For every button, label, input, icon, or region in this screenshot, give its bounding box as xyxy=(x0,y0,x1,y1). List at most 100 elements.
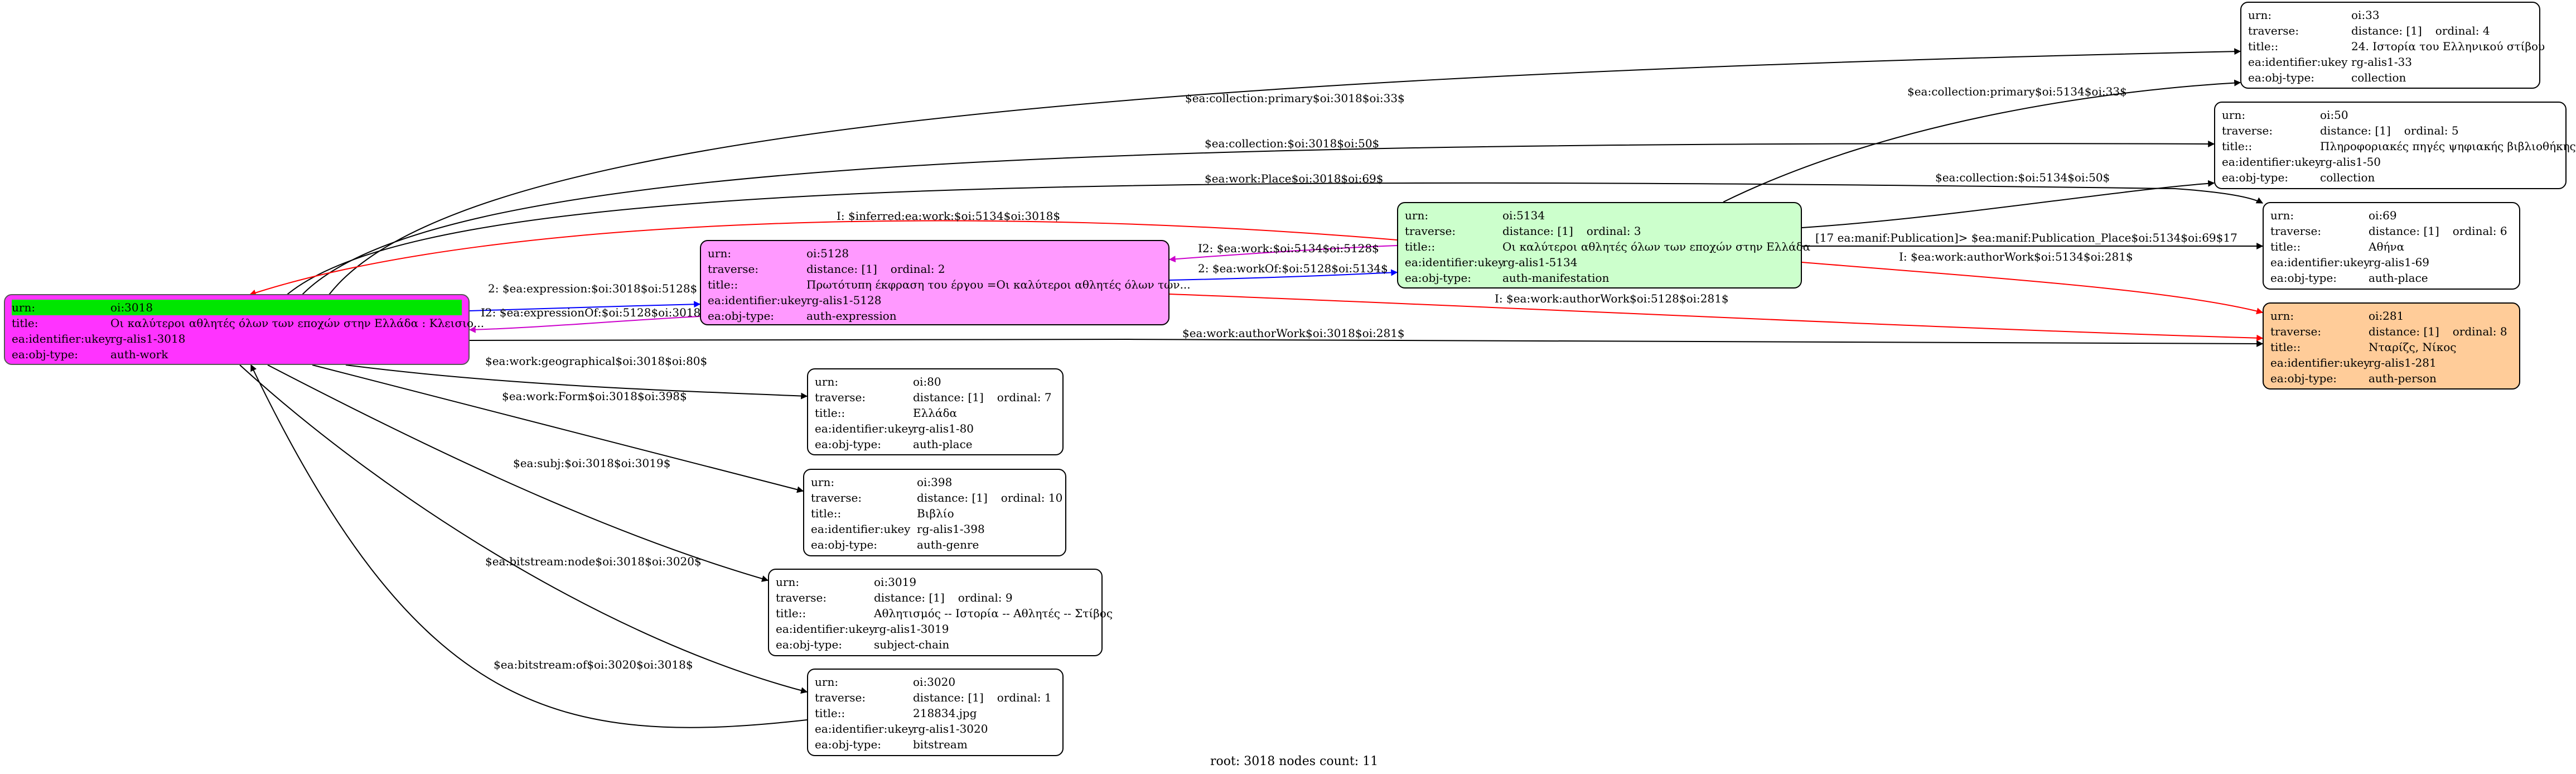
node-398[interactable]: urn:oi:398 traverse:distance: [1]ordinal… xyxy=(803,469,1066,556)
objtype-row: ea:obj-type:collection xyxy=(2222,170,2559,185)
distance-value: distance: [1] xyxy=(913,691,984,704)
title-row: title::Ελλάδα xyxy=(815,405,1056,421)
edge-line xyxy=(1723,79,2241,203)
objtype-label: ea:obj-type: xyxy=(2248,71,2315,84)
objtype-label: ea:obj-type: xyxy=(1405,271,1472,285)
objtype-value: auth-work xyxy=(110,348,168,361)
urn-label: urn: xyxy=(815,675,839,689)
edge-line xyxy=(267,364,769,582)
traverse-label: traverse: xyxy=(815,691,866,704)
urn-label: urn: xyxy=(776,575,800,589)
urn-label: urn: xyxy=(2248,8,2272,22)
edge-line xyxy=(301,140,2215,296)
identifier-value: rg-alis1-80 xyxy=(913,422,974,435)
urn-label: urn: xyxy=(2222,108,2246,122)
title-label: title:: xyxy=(2222,140,2253,153)
edge-label: I: $inferred:ea:work:$oi:5134$oi:3018$ xyxy=(837,209,1060,223)
urn-value: oi:3018 xyxy=(110,301,153,314)
title-value: Ελλάδα xyxy=(913,406,958,420)
objtype-label: ea:obj-type: xyxy=(2270,372,2337,385)
urn-value: oi:5134 xyxy=(1502,209,1545,222)
edge-line xyxy=(1168,245,1398,263)
node-69[interactable]: urn:oi:69 traverse:distance: [1]ordinal:… xyxy=(2263,202,2520,290)
title-row: title::Βιβλίο xyxy=(811,506,1059,521)
title-row: title::218834.jpg xyxy=(815,705,1056,721)
traverse-label: traverse: xyxy=(2270,224,2322,238)
title-value: 24. Ιστορία του Ελληνικού στίβου xyxy=(2351,40,2545,53)
distance-value: distance: [1] xyxy=(1502,224,1573,238)
edge-label: [17 ea:manif:Publication]> $ea:manif:Pub… xyxy=(1815,231,2237,244)
identifier-value: rg-alis1-5128 xyxy=(806,294,882,307)
node-281[interactable]: urn:oi:281 traverse:distance: [1]ordinal… xyxy=(2263,302,2520,390)
urn-value: oi:80 xyxy=(913,375,941,388)
title-value: Πληροφοριακές πηγές ψηφιακής βιβλιοθήκης xyxy=(2320,140,2576,153)
objtype-value: auth-manifestation xyxy=(1502,271,1610,285)
ordinal-value: ordinal: 2 xyxy=(890,262,945,276)
edge-label: I2: $ea:expressionOf:$oi:5128$oi:3018$ xyxy=(481,306,708,319)
edge-line xyxy=(250,364,808,728)
node-3020[interactable]: urn:oi:3020 traverse:distance: [1]ordina… xyxy=(807,669,1064,756)
traverse-row: traverse:distance: [1]ordinal: 2 xyxy=(708,261,1162,277)
node-root-3018[interactable]: urn:oi:3018 title:Οι καλύτεροι αθλητές ό… xyxy=(4,294,484,365)
title-value: Οι καλύτεροι αθλητές όλων των εποχών στη… xyxy=(1502,240,1811,253)
traverse-row: traverse:distance: [1]ordinal: 5 xyxy=(2222,123,2559,138)
title-row: title::Αθήνα xyxy=(2270,239,2512,254)
title-label: title:: xyxy=(708,278,738,291)
edge-line xyxy=(1169,269,1398,281)
traverse-row: traverse:distance: [1]ordinal: 7 xyxy=(815,390,1056,405)
edge-label: $ea:work:Form$oi:3018$oi:398$ xyxy=(502,390,687,403)
node-50[interactable]: urn:oi:50 traverse:distance: [1]ordinal:… xyxy=(2214,102,2576,189)
identifier-label: ea:identifier:ukey xyxy=(2270,256,2370,269)
identifier-value: rg-alis1-3018 xyxy=(110,332,186,345)
objtype-label: ea:obj-type: xyxy=(815,738,882,751)
objtype-label: ea:obj-type: xyxy=(708,309,775,323)
title-value: Νταρίζς, Νίκος xyxy=(2369,340,2457,354)
identifier-label: ea:identifier:ukey xyxy=(815,422,915,435)
urn-row: urn:oi:3018 xyxy=(12,300,462,315)
objtype-value: collection xyxy=(2320,171,2375,184)
objtype-row: ea:obj-type: auth-person xyxy=(2270,371,2512,386)
traverse-label: traverse: xyxy=(1405,224,1456,238)
identifier-label: ea:identifier:ukey xyxy=(2270,356,2370,369)
urn-label: urn: xyxy=(811,475,835,489)
title-value: Αθλητισμός -- Ιστορία -- Αθλητές -- Στίβ… xyxy=(874,607,1113,620)
ordinal-value: ordinal: 4 xyxy=(2435,24,2490,37)
urn-row: urn:oi:5128 xyxy=(708,246,1162,261)
urn-row: urn:oi:281 xyxy=(2270,308,2512,324)
urn-value: oi:398 xyxy=(917,475,953,489)
objtype-label: ea:obj-type: xyxy=(776,638,843,651)
traverse-label: traverse: xyxy=(776,591,827,604)
edge-line xyxy=(469,301,701,311)
edge-label: $ea:bitstream:node$oi:3018$oi:3020$ xyxy=(485,555,702,568)
identifier-label: ea:identifier:ukey xyxy=(776,622,876,636)
edge-label: $ea:work:authorWork$oi:3018$oi:281$ xyxy=(1182,326,1405,340)
ordinal-value: ordinal: 5 xyxy=(2404,124,2459,137)
node-5128[interactable]: urn:oi:5128 traverse:distance: [1]ordina… xyxy=(700,240,1191,325)
objtype-row: ea:obj-type:auth-work xyxy=(12,347,462,362)
node-80[interactable]: urn:oi:80 traverse:distance: [1]ordinal:… xyxy=(807,368,1064,455)
ordinal-value: ordinal: 6 xyxy=(2452,224,2507,238)
ordinal-value: ordinal: 8 xyxy=(2452,325,2507,338)
title-row: title:Οι καλύτεροι αθλητές όλων των εποχ… xyxy=(12,315,484,331)
edge-label: I2: $ea:work:$oi:5134$oi:5128$ xyxy=(1198,242,1379,255)
objtype-value: subject-chain xyxy=(874,638,950,651)
traverse-label: traverse: xyxy=(2222,124,2273,137)
node-33[interactable]: urn:oi:33 traverse:distance: [1]ordinal:… xyxy=(2240,2,2545,89)
urn-row: urn:oi:50 xyxy=(2222,107,2559,123)
edge-line xyxy=(469,338,2264,347)
objtype-value: bitstream xyxy=(913,738,968,751)
urn-value: oi:3020 xyxy=(913,675,956,689)
objtype-value: auth-person xyxy=(2369,372,2437,385)
title-row: title::Οι καλύτεροι αθλητές όλων των επο… xyxy=(1405,239,1810,254)
edge-line xyxy=(312,364,804,493)
ordinal-value: ordinal: 10 xyxy=(1001,491,1063,504)
traverse-row: traverse:distance: [1]ordinal: 6 xyxy=(2270,223,2512,239)
node-5134[interactable]: urn:oi:5134 traverse:distance: [1]ordina… xyxy=(1397,202,1810,289)
urn-row: urn: oi:398 xyxy=(811,474,1059,490)
node-3019[interactable]: urn:oi:3019 traverse:distance: [1]ordina… xyxy=(768,569,1113,656)
edge-label: $ea:collection:$oi:5134$oi:50$ xyxy=(1935,171,2110,184)
